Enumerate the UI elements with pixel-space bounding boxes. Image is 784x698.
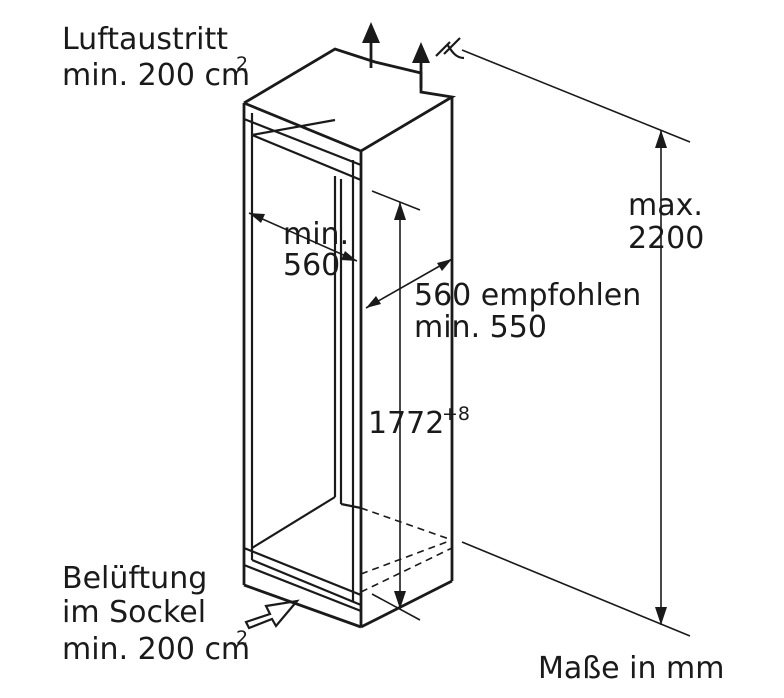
niche-height-value: 1772: [368, 406, 444, 441]
width-value: 560: [283, 248, 340, 283]
width-dimension: [248, 212, 358, 262]
plug-icon: [435, 37, 465, 60]
max-height-value: 2200: [628, 221, 704, 256]
niche-height-dimension: [371, 190, 421, 621]
ventilation-value: min. 200 cm: [62, 632, 250, 667]
up-arrow-icon: [412, 42, 430, 88]
ventilation-exponent: 2: [236, 627, 248, 649]
ventilation-location: im Sockel: [62, 595, 206, 630]
niche-height-tolerance: +8: [442, 403, 470, 425]
up-arrow-icon: [362, 22, 380, 68]
air-outlet-exponent: 2: [236, 53, 248, 75]
air-outlet-label: Luftaustritt: [62, 22, 228, 57]
ventilation-label: Belüftung: [62, 561, 207, 596]
cabinet-outline: [242, 47, 457, 629]
max-height-label: max.: [628, 188, 703, 223]
depth-recommended-label: 560 empfohlen: [414, 278, 641, 313]
depth-minimum-label: min. 550: [414, 310, 547, 345]
units-note: Maße in mm: [538, 651, 725, 686]
air-outlet-value: min. 200 cm: [62, 58, 250, 93]
max-height-dimension: [461, 49, 691, 637]
right-arrow-icon: [244, 599, 300, 630]
depth-dimension: [365, 258, 453, 309]
width-label: min.: [283, 217, 349, 252]
